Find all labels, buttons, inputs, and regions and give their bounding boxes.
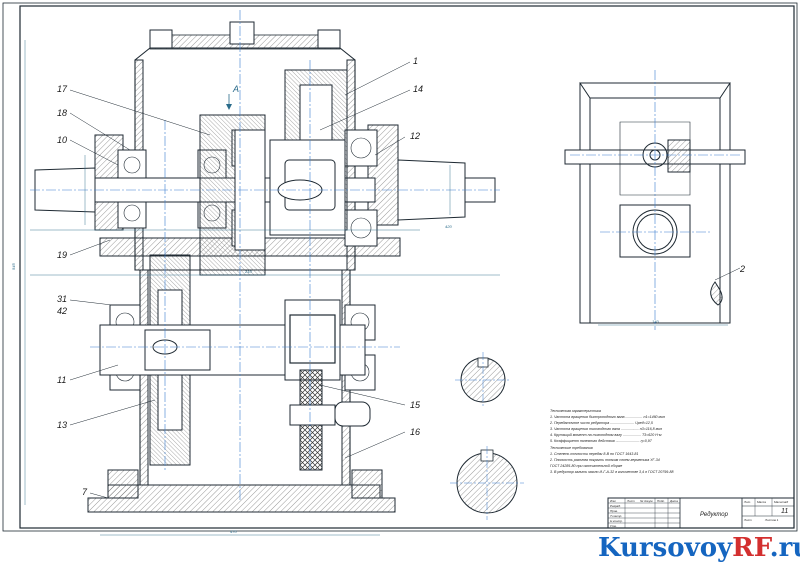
watermark-rf: RF [732, 533, 773, 563]
section-centerlines [450, 352, 524, 520]
callout-15: 15 [410, 400, 421, 410]
callout-13: 13 [57, 420, 67, 430]
drawing-border [19, 5, 795, 529]
callout-42: 42 [57, 306, 67, 316]
callout-7: 7 [82, 487, 88, 497]
centerlines-side [570, 70, 740, 330]
callout-1: 1 [413, 56, 418, 66]
stamp-dev: Разраб. [610, 504, 621, 508]
tech-notes: Техническая характеристика 1. Частота вр… [549, 409, 674, 474]
callout-2: 2 [739, 264, 745, 274]
dim-shaft: 420 [445, 224, 452, 229]
tech-req-2: 2. Плоскость разъема покрыть тонким слое… [549, 458, 660, 462]
watermark: KursovoyRF.ru [598, 533, 800, 563]
tech-char-title: Техническая характеристика [550, 409, 601, 413]
sheet-frame [2, 2, 798, 532]
leaders-right [319, 61, 411, 459]
dim-overall-height: 545 [11, 263, 16, 270]
stamp-izm: Изм [610, 499, 616, 503]
callout-14: 14 [413, 84, 423, 94]
stamp-list: Лист [626, 499, 635, 503]
callout-31: 31 [57, 294, 67, 304]
stamp-scale: Масштаб [774, 500, 788, 504]
sheet-number: 11 [781, 508, 788, 515]
stamp-sheets: Листов 1 [764, 518, 779, 522]
view-label: A [232, 84, 239, 94]
drawing-title: Редуктор [700, 512, 729, 518]
dim-overall-length: 470 [230, 529, 237, 534]
callout-17: 17 [57, 84, 68, 94]
tech-req-title: Технические требования [550, 446, 593, 450]
callout-11: 11 [57, 375, 66, 385]
callout-10: 10 [57, 135, 67, 145]
dim-centre-distance: 210 [244, 269, 252, 274]
watermark-kursovoy: Kursovoy [598, 533, 733, 563]
dim-side-width: 140 [652, 319, 659, 324]
main-section-view [34, 21, 496, 513]
callout-19: 19 [57, 250, 67, 260]
stamp-check: Пров. [610, 509, 618, 513]
stamp-ncontrol: Н.контр. [610, 519, 623, 523]
dimension-lines [24, 40, 728, 536]
tech-char-1: 1. Частота вращения быстроходного вала .… [550, 415, 665, 419]
stamp-sign: Подп. [657, 499, 665, 503]
centerlines-main [30, 10, 500, 500]
stamp-date: Дата [669, 499, 678, 503]
tech-char-3: 3. Частота вращения тихоходного вала ...… [550, 427, 662, 431]
watermark-ru: .ru [770, 533, 800, 563]
tech-char-5: 5. Коэффициент полезного действия ......… [550, 439, 653, 443]
leaders-left [69, 89, 211, 499]
stamp-tcontrol: Т.контр. [610, 514, 622, 518]
tech-req-3: ГОСТ 24285-80 при окончательной сборке [550, 464, 622, 468]
tech-char-4: 4. Крутящий момент на тихоходном валу ..… [550, 433, 662, 437]
stamp-doc: № докум. [640, 499, 653, 503]
svg-text:KursovoyRF.ru: KursovoyRF.ru [598, 533, 800, 563]
tech-char-2: 2. Передаточное число редуктора ........… [549, 421, 653, 425]
view-arrow-a: A [226, 84, 239, 110]
callout-16: 16 [410, 427, 420, 437]
tech-req-4: 3. В редуктор залить масло И-Г-А-32 в ко… [550, 470, 674, 474]
title-block [607, 497, 795, 529]
callout-18: 18 [57, 108, 67, 118]
stamp-sheet: Лист [743, 518, 752, 522]
stamp-mass: Масса [757, 500, 766, 504]
stamp-lit: Лит. [743, 500, 751, 504]
tech-req-1: 1. Степень точности передач 8-В по ГОСТ … [550, 452, 638, 456]
callout-12: 12 [410, 131, 420, 141]
stamp-approve: Утв. [610, 524, 617, 528]
